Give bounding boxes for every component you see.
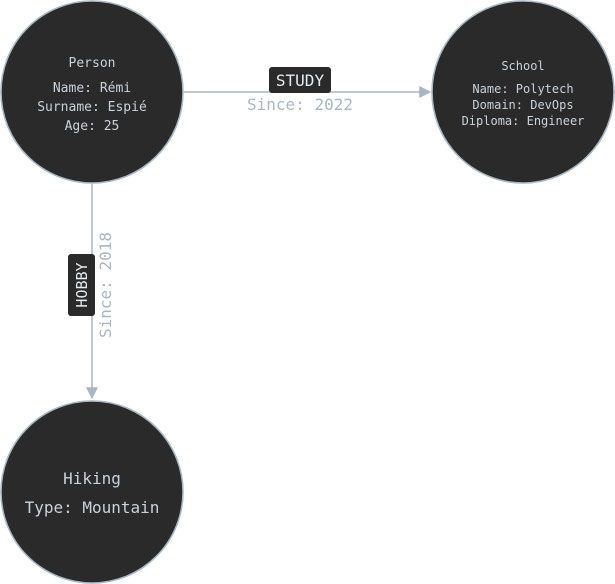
edge-study: STUDY Since: 2022	[184, 67, 432, 114]
edge-study-label-box	[269, 67, 331, 93]
node-school-circle[interactable]	[431, 0, 615, 184]
node-person[interactable]: Person Name: Rémi Surname: Espié Age: 25	[0, 0, 184, 184]
node-hiking-title: Hiking	[63, 469, 121, 488]
node-person-title: Person	[69, 56, 116, 71]
node-school-property: Name: Polytech	[472, 82, 573, 96]
edge-hobby-label: HOBBY	[73, 262, 91, 307]
node-person-circle[interactable]	[0, 0, 184, 184]
node-person-property: Name: Rémi	[53, 81, 131, 96]
node-hiking-property: Type: Mountain	[25, 498, 160, 517]
edge-study-label: STUDY	[276, 71, 325, 90]
node-school-property: Diploma: Engineer	[462, 114, 585, 128]
edge-hobby: HOBBY Since: 2018	[68, 184, 115, 400]
node-school[interactable]: School Name: Polytech Domain: DevOps Dip…	[431, 0, 615, 184]
edge-hobby-label-box	[68, 254, 95, 316]
node-school-property: Domain: DevOps	[472, 98, 573, 112]
edge-study-property: Since: 2022	[247, 95, 353, 114]
node-person-property: Age: 25	[65, 119, 120, 134]
node-hiking[interactable]: Hiking Type: Mountain	[0, 400, 184, 584]
node-school-title: School	[501, 59, 544, 73]
node-person-property: Surname: Espié	[37, 100, 147, 115]
node-hiking-circle[interactable]	[0, 400, 184, 584]
edge-hobby-property: Since: 2018	[96, 232, 115, 338]
